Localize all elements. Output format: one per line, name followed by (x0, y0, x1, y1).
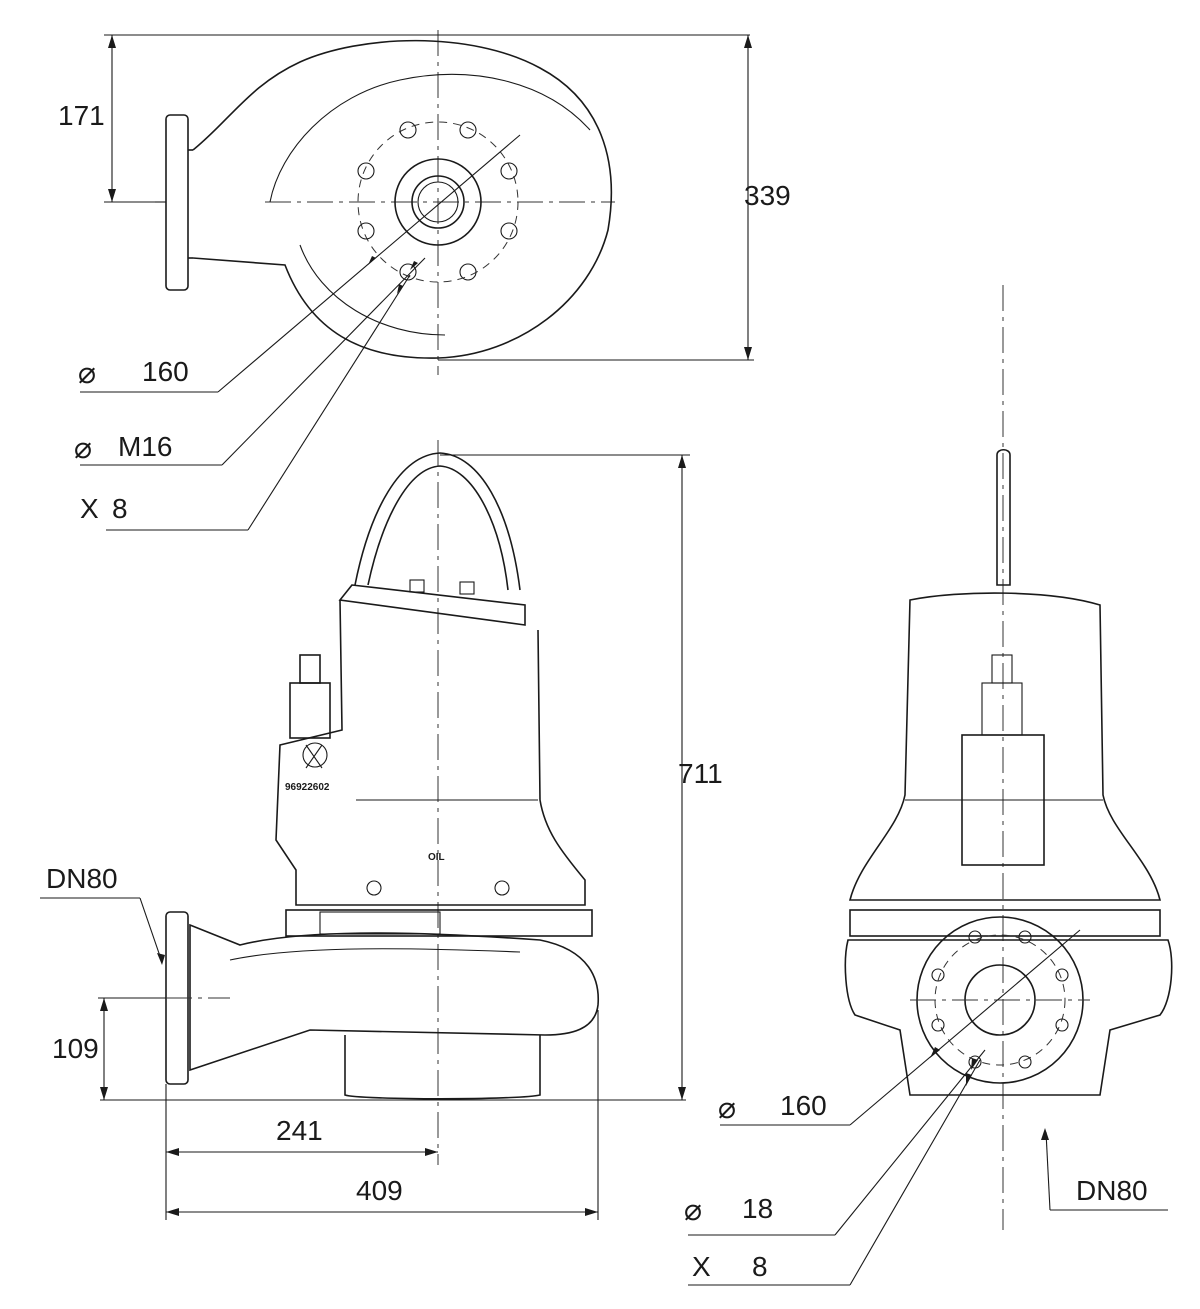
dim-241: 241 (276, 1115, 323, 1146)
callout-top-thread: M16 (118, 431, 172, 462)
dim-109: 109 (52, 1033, 99, 1064)
diameter-icon: ⌀ (78, 356, 96, 391)
callout-right-x: X (692, 1251, 711, 1282)
label-dn80-right: DN80 (1076, 1175, 1148, 1206)
callout-right-count: 8 (752, 1251, 768, 1282)
callout-right-hole-dia: 18 (742, 1193, 773, 1224)
side-view (688, 285, 1173, 1286)
dim-171: 171 (58, 100, 105, 131)
dim-409: 409 (356, 1175, 403, 1206)
oil-marking: OIL (428, 852, 445, 863)
diameter-icon: ⌀ (684, 1193, 702, 1228)
dim-711: 711 (678, 758, 723, 789)
callout-top-bolt-circle: 160 (142, 356, 189, 387)
front-view: 96922602 OIL (40, 440, 690, 1220)
callout-top-count: 8 (112, 493, 128, 524)
diameter-icon: ⌀ (74, 431, 92, 466)
top-view: 171 339 (58, 30, 791, 531)
dim-339: 339 (744, 180, 791, 211)
callout-right-bolt-circle: 160 (780, 1090, 827, 1121)
callout-top-x: X (80, 493, 99, 524)
part-number: 96922602 (285, 782, 330, 793)
diameter-icon: ⌀ (718, 1091, 736, 1126)
label-dn80-left: DN80 (46, 863, 118, 894)
